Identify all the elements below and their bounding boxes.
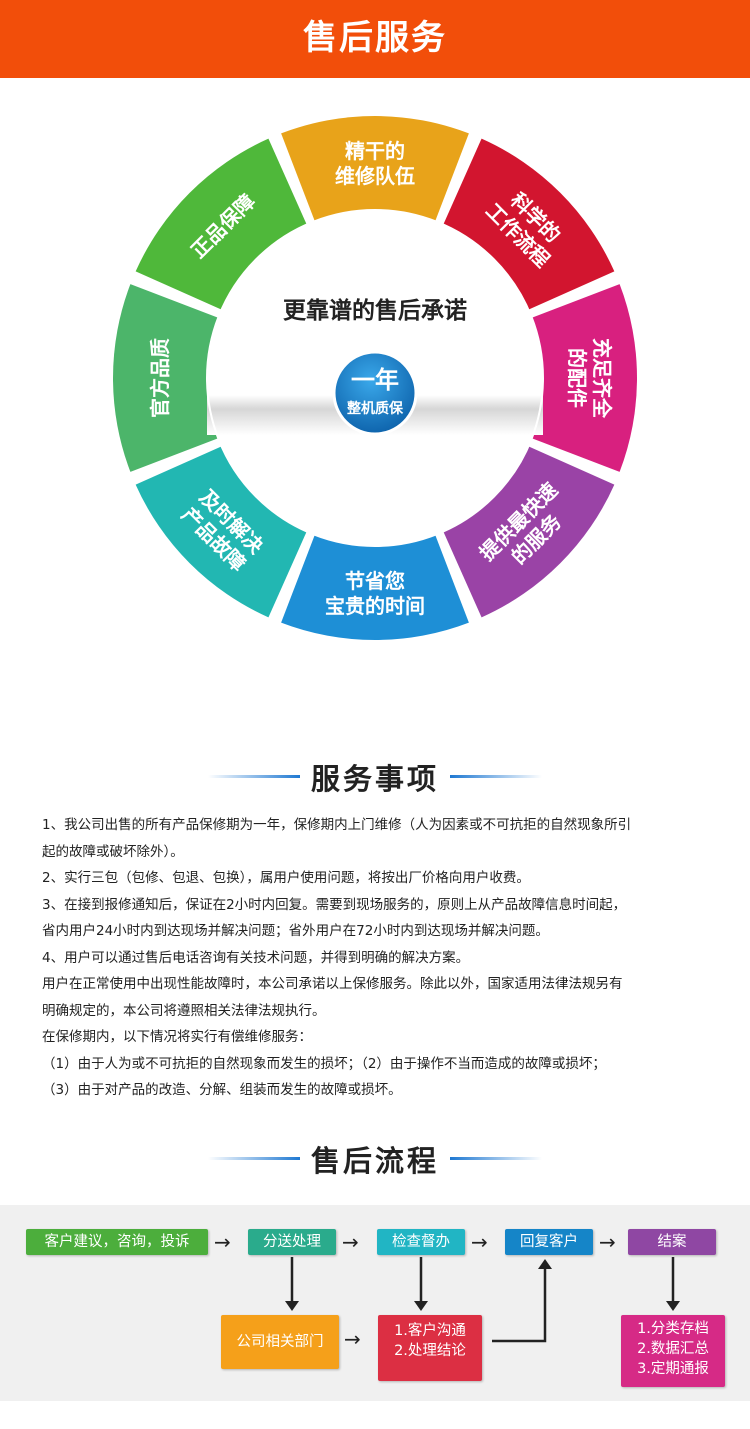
service-note-line: （3）由于对产品的改造、分解、组装而发生的故障或损坏。 <box>42 1082 402 1098</box>
arrow-right-icon: → <box>471 1230 488 1254</box>
arrow-right-icon: → <box>214 1230 231 1254</box>
title-decor-line-left <box>208 1157 300 1160</box>
wheel-segment-text: 官方品质 <box>148 338 172 418</box>
service-section-title: 服务事项 <box>310 762 439 796</box>
wheel-segment <box>113 284 219 472</box>
wheel-center-title: 更靠谱的售后承诺 <box>283 297 467 324</box>
step-reply: 回复客户 <box>505 1229 593 1255</box>
arrow-right-icon: → <box>599 1230 616 1254</box>
wheel-segment-text: 的配件 <box>565 348 589 408</box>
service-note-line: 2、实行三包（包修、包退、包换），属用户使用问题，将按出厂价格向用户收费。 <box>42 870 530 886</box>
service-notes: 1、我公司出售的所有产品保修期为一年，保修期内上门维修（人为因素或不可抗拒的自然… <box>42 812 702 1104</box>
step-close: 结案 <box>628 1229 716 1255</box>
process-section-header: 售后流程 <box>0 1138 750 1180</box>
service-note-line: （1）由于人为或不可抗拒的自然现象而发生的损坏；（2）由于操作不当而造成的故障或… <box>42 1055 606 1072</box>
wheel-segment-text: 宝贵的时间 <box>325 594 425 618</box>
service-note-line: 起的故障或破坏除外）。 <box>42 843 184 860</box>
wheel-segment-text: 维修队伍 <box>335 164 415 188</box>
step-inspect: 检查督办 <box>377 1229 465 1255</box>
communication-line: 1.客户沟通 <box>394 1323 466 1339</box>
step-customer-feedback: 客户建议，咨询，投诉 <box>26 1229 208 1255</box>
title-decor-line-right <box>450 775 542 778</box>
flow-connectors <box>285 1257 680 1343</box>
header-banner: 售后服务 <box>0 0 750 78</box>
summary-line: 2.数据汇总 <box>637 1341 709 1357</box>
service-section-header: 服务事项 <box>0 756 750 798</box>
process-section-title: 售后流程 <box>310 1144 439 1178</box>
title-decor-line-right <box>450 1157 542 1160</box>
page-title: 售后服务 <box>303 18 447 58</box>
archive-box: 1.分类存档 2.数据汇总 3.定期通报 <box>621 1315 725 1387</box>
wheel-segment <box>281 534 469 640</box>
wheel-segment <box>281 116 469 222</box>
service-note-line: 3、在接到报修通知后，保证在2小时内回复。需要到现场服务的，原则上从产品故障信息… <box>42 896 627 913</box>
wheel-segment <box>531 284 638 472</box>
process-flowchart: 客户建议，咨询，投诉 → 分送处理 → 检查督办 → 回复客户 → 结案 公司相… <box>0 1205 750 1401</box>
step-dispatch: 分送处理 <box>248 1229 336 1255</box>
arrow-right-icon: → <box>342 1230 359 1254</box>
service-note-line: 用户在正常使用中出现性能故障时，本公司承诺以上保修服务。除此以外，国家适用法律法… <box>42 976 623 992</box>
service-note-line: 省内用户24小时内到达现场并解决问题；省外用户在72小时内到达现场并解决问题。 <box>42 923 549 939</box>
service-note-line: 在保修期内，以下情况将实行有偿维修服务： <box>42 1029 312 1045</box>
communication-box: 1.客户沟通 2.处理结论 <box>378 1315 482 1381</box>
report-line: 3.定期通报 <box>637 1361 709 1377</box>
service-note-line: 4、用户可以通过售后电话咨询有关技术问题，并得到明确的解决方案。 <box>42 949 470 966</box>
warranty-badge-line2: 整机质保 <box>346 400 404 417</box>
warranty-badge-line1: 一年 <box>351 366 399 394</box>
wheel-segment-text: 精干的 <box>345 139 405 163</box>
title-decor-line-left <box>208 775 300 778</box>
service-note-line: 1、我公司出售的所有产品保修期为一年，保修期内上门维修（人为因素或不可抗拒的自然… <box>42 817 632 833</box>
service-promise-wheel: 精干的维修队伍科学的工作流程充足齐全的配件提供最快速的服务节省您宝贵的时间及时解… <box>113 116 638 640</box>
service-note-line: 明确规定的，本公司将遵照相关法律法规执行。 <box>42 1002 326 1019</box>
warranty-badge <box>332 350 418 436</box>
conclusion-line: 2.处理结论 <box>394 1343 466 1359</box>
archive-line: 1.分类存档 <box>637 1321 709 1337</box>
wheel-segment-text: 节省您 <box>345 569 405 593</box>
wheel-segment-label: 官方品质 <box>148 338 172 418</box>
company-department: 公司相关部门 <box>221 1315 339 1369</box>
wheel-segment-text: 充足齐全 <box>590 338 614 419</box>
arrow-right-icon: → <box>344 1327 361 1351</box>
